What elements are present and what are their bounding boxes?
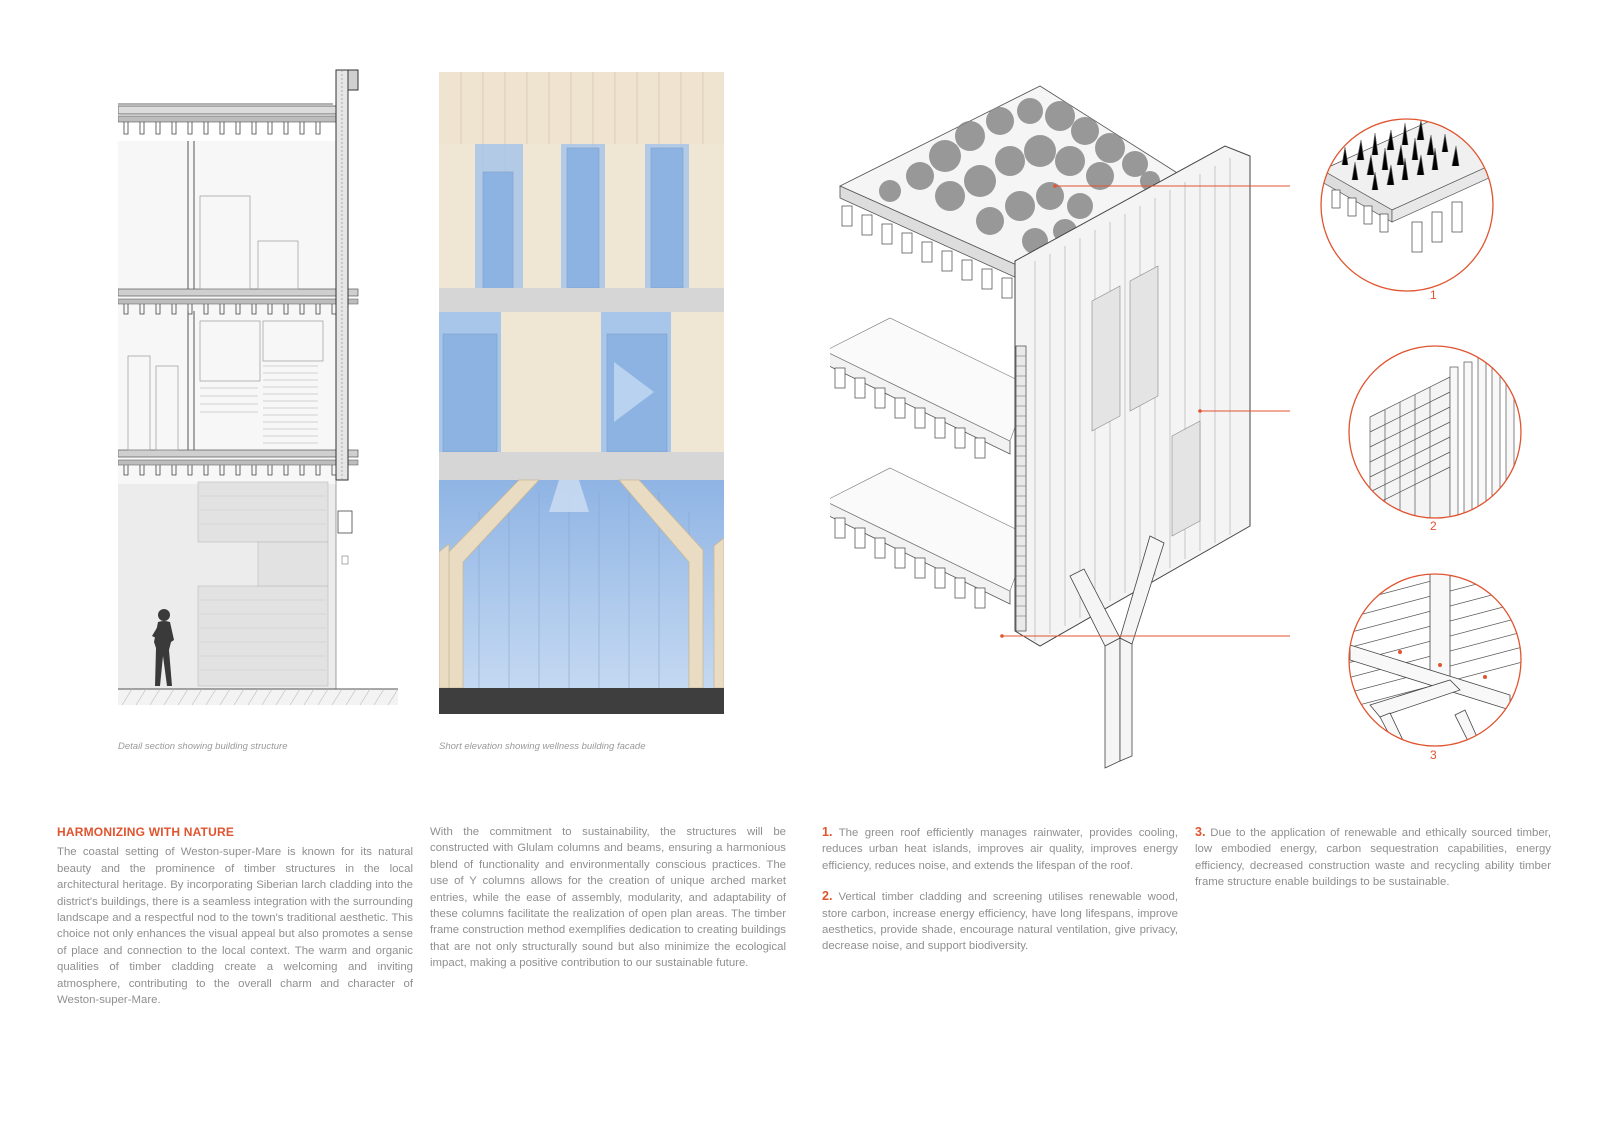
callout-circle-2 [1340,337,1530,527]
elevation-drawing [439,72,724,732]
intro-column: HARMONIZING WITH NATURE The coastal sett… [57,824,413,1008]
elevation-caption: Short elevation showing wellness buildin… [439,741,646,752]
sustainability-body: With the commitment to sustainability, t… [430,826,786,970]
intro-body: The coastal setting of Weston-super-Mare… [57,846,413,1007]
point-3: 3. Due to the application of renewable a… [1195,824,1551,891]
callout-number-2: 2 [1430,519,1437,533]
point-2: 2. Vertical timber cladding and screenin… [822,888,1178,955]
callout-number-3: 3 [1430,748,1437,762]
section-caption: Detail section showing building structur… [118,741,288,752]
point-2-text: Vertical timber cladding and screening u… [822,891,1178,953]
intro-heading: HARMONIZING WITH NATURE [57,825,235,839]
callout-circle-1 [1312,110,1502,300]
point-1: 1. The green roof efficiently manages ra… [822,824,1178,874]
point-1-number: 1. [822,825,833,839]
sustainability-column: With the commitment to sustainability, t… [430,824,786,972]
callout-number-1: 1 [1430,288,1437,302]
points-column-a: 1. The green roof efficiently manages ra… [822,824,1178,969]
point-3-text: Due to the application of renewable and … [1195,827,1551,889]
detail-section-drawing [118,66,408,726]
callout-circle-3 [1340,565,1530,755]
person-silhouette-icon [152,609,174,686]
points-column-b: 3. Due to the application of renewable a… [1195,824,1551,905]
point-2-number: 2. [822,889,833,904]
point-3-number: 3. [1195,825,1206,839]
axonometric-detail-drawing [830,56,1290,776]
point-1-text: The green roof efficiently manages rainw… [822,827,1179,872]
